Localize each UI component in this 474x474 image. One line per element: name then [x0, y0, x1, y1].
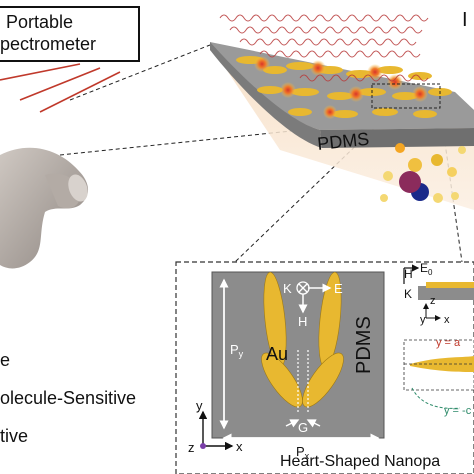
left-list-item-1: e	[0, 350, 11, 370]
side-k-label: K	[404, 287, 412, 301]
side-h-label: H	[404, 267, 413, 281]
equation-bottom: y = -c	[444, 405, 472, 417]
side-x-label: x	[444, 314, 450, 326]
axis-y-label: y	[196, 398, 203, 413]
subsurface-particles	[380, 143, 466, 203]
spectrometer-label-box: Portable pectrometer	[0, 6, 140, 62]
left-list-item-2: olecule-Sensitive	[0, 388, 137, 408]
surface-nanoparticles	[236, 56, 452, 119]
pdms-substrate	[210, 42, 474, 210]
hand-illustration	[0, 147, 89, 269]
axis-x-label: x	[236, 439, 243, 454]
py-label: Py	[230, 342, 244, 359]
side-view	[403, 264, 474, 409]
side-z-label: z	[430, 295, 436, 307]
axis-z-label: z	[188, 440, 195, 455]
k-vector-icon	[296, 281, 310, 295]
side-e-label: E0	[420, 261, 433, 277]
au-label: Au	[266, 344, 288, 364]
inset-k-label: K	[283, 281, 292, 296]
heart-nanoparticle	[261, 271, 344, 408]
inset-pdms-label: PDMS	[353, 316, 375, 374]
inset-e-label: E	[334, 281, 343, 296]
spectrometer-label-line1: Portable	[6, 12, 74, 32]
inset-title: Heart-Shaped Nanopa	[280, 453, 440, 470]
top-right-partial-label: I	[462, 9, 468, 31]
laser-lines	[0, 57, 121, 113]
inset-h-label: H	[298, 314, 307, 329]
raman-waves	[219, 14, 429, 82]
gap-g-label: G	[298, 420, 308, 435]
side-y-label: y	[420, 314, 426, 326]
px-label: Px	[296, 444, 310, 461]
equation-top: y = a	[436, 337, 461, 349]
left-list-item-3: tive	[0, 426, 29, 446]
spectrometer-label-line2: pectrometer	[0, 34, 97, 54]
selection-box	[371, 83, 441, 109]
xy-axes	[198, 410, 234, 451]
dimension-arrows	[219, 278, 380, 443]
z-axis-dot	[200, 443, 206, 449]
